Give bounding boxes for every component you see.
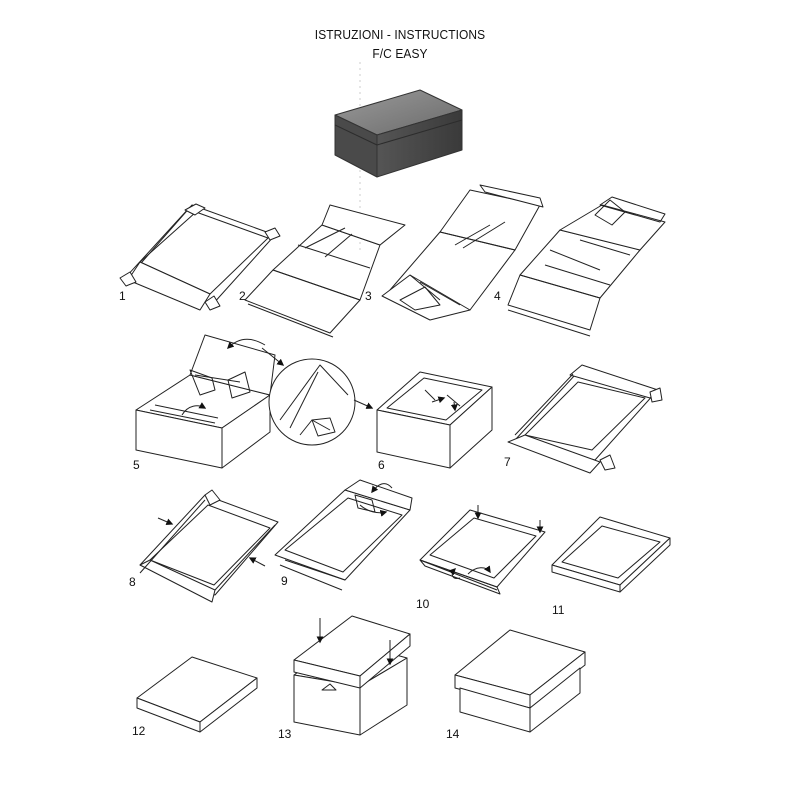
- sheet-subtitle: F/C EASY: [372, 46, 428, 61]
- step-7-diagram: [507, 364, 663, 474]
- step-2-diagram: [244, 204, 406, 338]
- step-14-diagram: [454, 629, 586, 733]
- step-9-diagram: [274, 479, 413, 591]
- step-1-diagram: [119, 203, 281, 311]
- step-4-diagram: [507, 196, 666, 337]
- step-label-2: 2: [239, 289, 246, 303]
- step-10-diagram: [419, 505, 546, 595]
- step-label-1: 1: [119, 289, 126, 303]
- step-6-diagram: [376, 371, 493, 469]
- step-label-4: 4: [494, 289, 501, 303]
- step-label-13: 13: [278, 727, 292, 741]
- step-label-11: 11: [552, 603, 565, 617]
- step-label-8: 8: [129, 575, 136, 589]
- step-label-6: 6: [378, 458, 385, 472]
- step-5-diagram: [135, 334, 285, 469]
- step-12-diagram: [136, 656, 258, 733]
- step-13-diagram: [293, 615, 411, 736]
- step-label-14: 14: [446, 727, 460, 741]
- step-11-diagram: [551, 516, 671, 593]
- step-8-diagram: [139, 489, 279, 603]
- finished-box-image: [334, 89, 463, 178]
- step-label-3: 3: [365, 289, 372, 303]
- step-label-10: 10: [416, 597, 430, 611]
- step-label-12: 12: [132, 724, 146, 738]
- step-3-diagram: [381, 184, 544, 321]
- sheet-title: ISTRUZIONI - INSTRUCTIONS: [314, 27, 486, 42]
- step-label-7: 7: [504, 455, 511, 469]
- step-label-5: 5: [133, 458, 140, 472]
- detail-circle: [268, 358, 374, 446]
- step-label-9: 9: [281, 574, 288, 588]
